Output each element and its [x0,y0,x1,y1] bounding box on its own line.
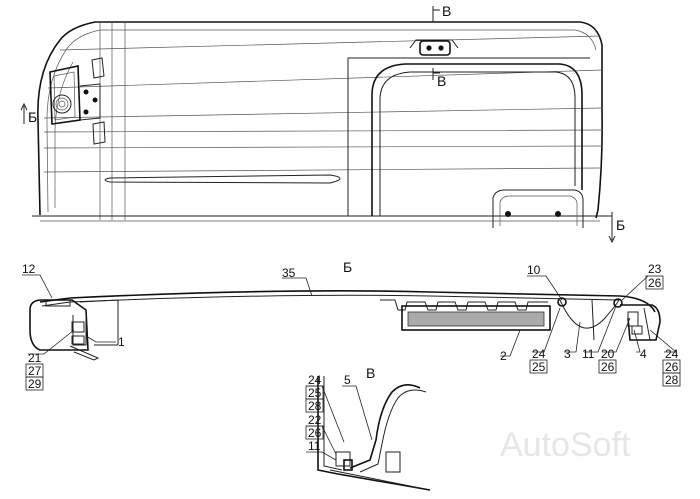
label-11-a: 11 [582,347,595,361]
label-26-c: 26 [665,360,679,374]
label-4: 4 [640,347,647,361]
watermark: AutoSoft [500,426,631,464]
section-mark-v-mid: В [437,73,446,89]
label-25-a: 25 [532,360,546,374]
label-28-a: 28 [665,373,679,387]
label-26-b: 26 [601,360,615,374]
label-20: 20 [601,347,615,361]
label-12: 12 [22,262,36,276]
label-24-a: 24 [532,347,546,361]
section-v-view [317,376,431,491]
section-mark-b-left: Б [28,109,37,125]
section-mark-v-view: В [366,365,375,381]
label-24-b: 24 [665,347,679,361]
label-28-b: 28 [308,399,322,413]
leader-lines-b [22,274,678,357]
label-27: 27 [28,364,42,378]
label-22: 22 [308,413,322,427]
label-26-d: 26 [308,426,322,440]
section-mark-v-top: В [442,3,451,19]
label-29: 29 [28,377,42,391]
section-mark-b-view: Б [343,259,352,275]
label-21: 21 [28,351,42,365]
section-b-view [29,290,661,361]
label-1: 1 [118,335,125,349]
roof-panel-view [20,6,616,244]
label-2: 2 [500,349,507,363]
label-26-a: 26 [648,276,662,290]
section-mark-b-right: Б [616,217,625,233]
label-35: 35 [282,266,296,280]
label-11-b: 11 [308,439,321,453]
label-25-b: 25 [308,386,322,400]
label-24-c: 24 [308,373,322,387]
label-5: 5 [344,373,351,387]
label-10: 10 [527,263,541,277]
label-23: 23 [648,262,662,276]
label-3: 3 [564,347,571,361]
